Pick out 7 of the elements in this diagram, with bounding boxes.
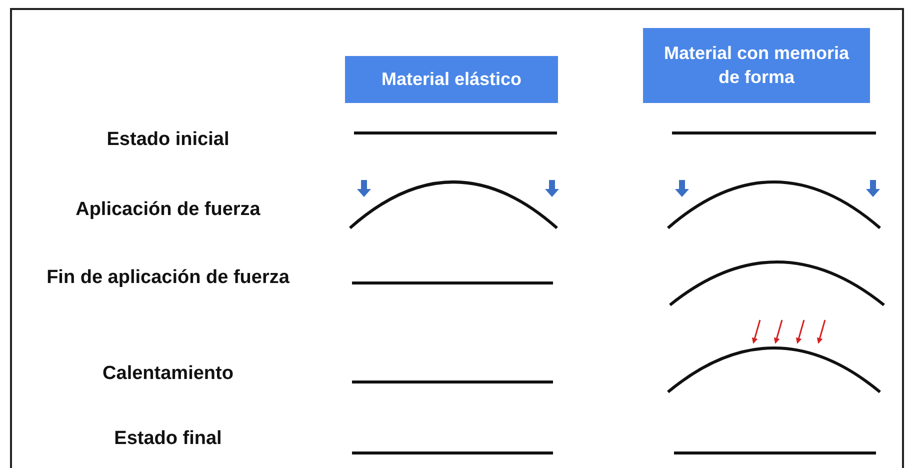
column-header: Material con memoria de forma (643, 28, 870, 103)
row-label: Calentamiento (102, 363, 234, 385)
column-header: Material elástico (345, 56, 558, 103)
row-label: Fin de aplicación de fuerza (46, 267, 290, 289)
row-label: Estado inicial (106, 129, 230, 151)
row-label: Aplicación de fuerza (76, 199, 260, 221)
row-label: Estado final (114, 428, 222, 450)
